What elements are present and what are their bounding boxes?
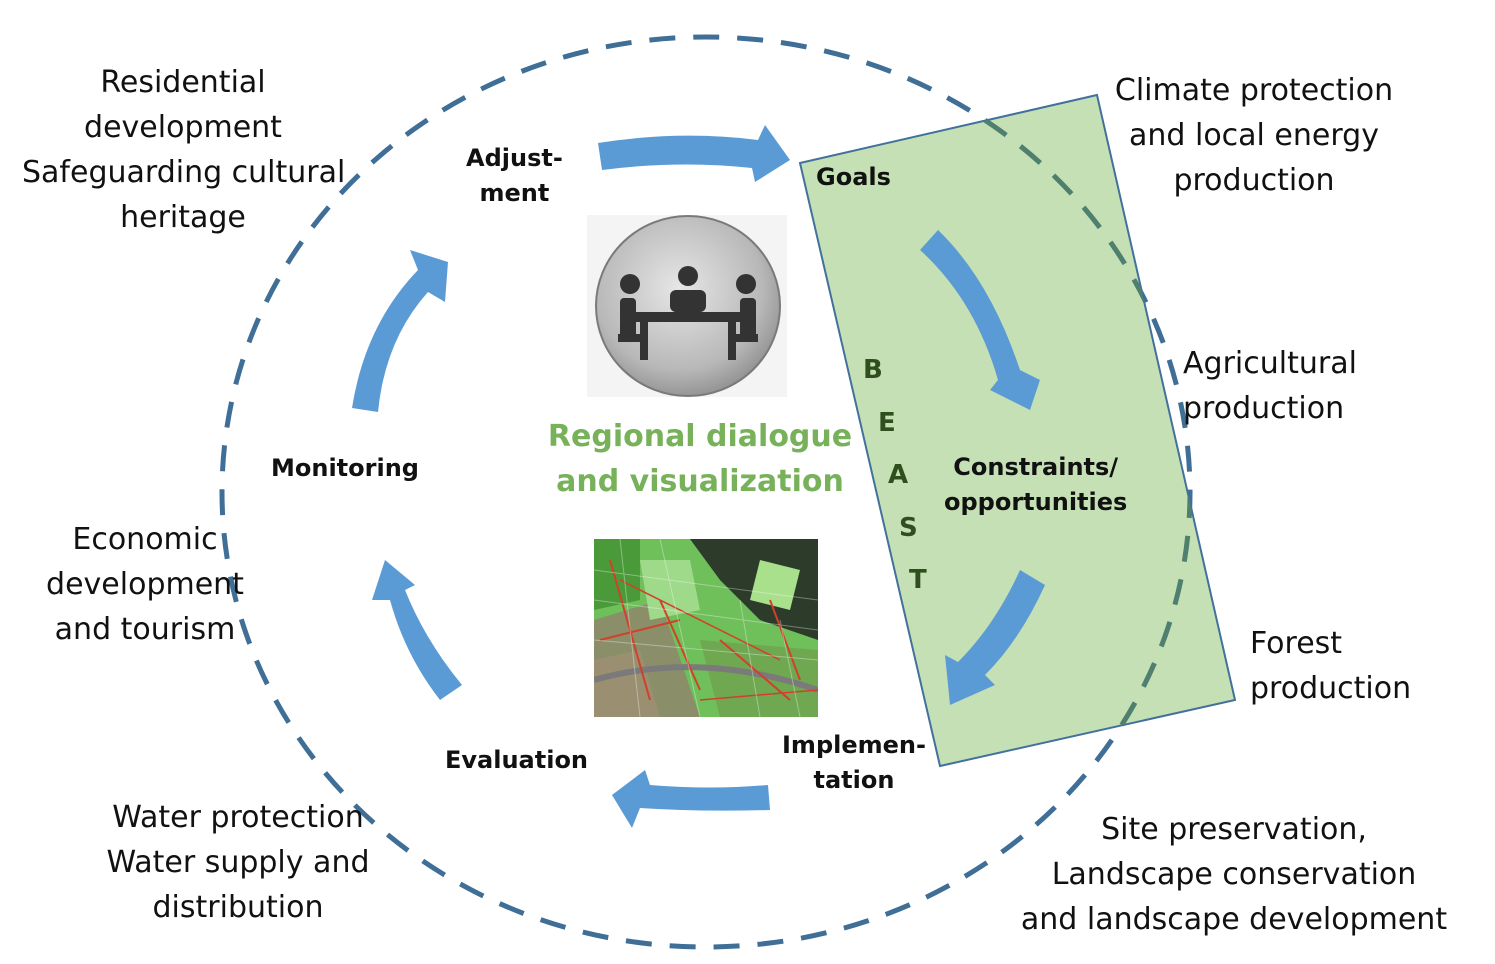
landscape-map-icon [594,539,818,717]
arrow-monitoring-to-adjustment [352,250,448,412]
land-use-water: Water protection Water supply and distri… [100,795,376,930]
land-use-forest-line-2: production [1250,671,1412,706]
land-use-site-line-2: Landscape conservation [1051,857,1417,892]
land-use-site: Site preservation, Landscape conservatio… [1016,807,1452,942]
land-use-residential-line-4: heritage [120,200,246,235]
stage-evaluation: Evaluation [445,743,588,778]
land-use-climate-line-1: Climate protection [1114,73,1394,108]
land-use-residential: Residential development Safeguarding cul… [22,60,346,240]
arrow-constraints-to-implementation [945,570,1045,705]
dashed-cycle-circle [219,34,1193,950]
stage-adjustment: Adjust- ment [466,141,563,211]
center-title: Regional dialogue and visualization [545,414,855,504]
land-use-climate: Climate protection and local energy prod… [1110,68,1398,203]
stage-adjustment-line-1: Adjust- [466,144,563,172]
land-use-water-line-3: distribution [152,890,324,925]
beast-letter-t: T [909,565,927,595]
center-title-line-1: Regional dialogue [547,419,853,454]
stage-evaluation-line-1: Evaluation [445,746,589,774]
land-use-economic-line-1: Economic [72,522,218,557]
land-use-site-line-3: and landscape development [1020,902,1448,937]
land-use-climate-line-2: and local energy [1129,118,1379,153]
stage-constraints-line-2: opportunities [944,488,1128,516]
land-use-residential-line-3: Safeguarding cultural [22,155,346,190]
land-use-climate-line-3: production [1173,163,1335,198]
stage-implementation-line-1: Implemen- [782,731,926,759]
arrow-evaluation-to-monitoring [372,560,462,700]
stage-implementation: Implemen- tation [782,728,926,798]
stage-implementation-line-2: tation [813,766,895,794]
land-use-site-line-1: Site preservation, [1101,812,1367,847]
land-use-forest-line-1: Forest [1250,626,1343,661]
land-use-forest: Forest production [1250,621,1420,711]
land-use-water-line-1: Water protection [112,800,364,835]
beast-letter-s: S [899,513,918,543]
beast-letter-a: A [888,460,909,490]
stage-constraints: Constraints/ opportunities [944,450,1127,520]
stage-goals-line-1: Goals [816,163,891,191]
land-use-water-line-2: Water supply and [106,845,370,880]
meeting-table-icon [587,215,787,397]
stage-adjustment-line-2: ment [479,179,550,207]
land-use-agricultural-line-2: production [1183,391,1345,426]
land-use-residential-line-2: development [84,110,282,145]
arrow-implementation-to-evaluation [612,770,770,828]
land-use-residential-line-1: Residential [100,65,266,100]
land-use-economic-line-3: and tourism [54,612,236,647]
land-use-economic-line-2: development [46,567,244,602]
land-use-economic: Economic development and tourism [40,517,250,652]
land-use-agricultural-line-1: Agricultural [1183,346,1357,381]
stage-monitoring-line-1: Monitoring [271,454,419,482]
cycle-arrows [352,125,1045,828]
beast-letter-b: B [863,355,883,385]
land-use-agricultural: Agricultural production [1183,341,1363,431]
stage-goals: Goals [816,160,891,195]
center-title-line-2: and visualization [556,464,844,499]
stage-constraints-line-1: Constraints/ [953,453,1119,481]
stage-monitoring: Monitoring [271,451,419,486]
arrow-adjustment-to-goals [598,125,790,182]
beast-letter-e: E [878,408,896,438]
arrow-goals-to-constraints [920,230,1040,410]
